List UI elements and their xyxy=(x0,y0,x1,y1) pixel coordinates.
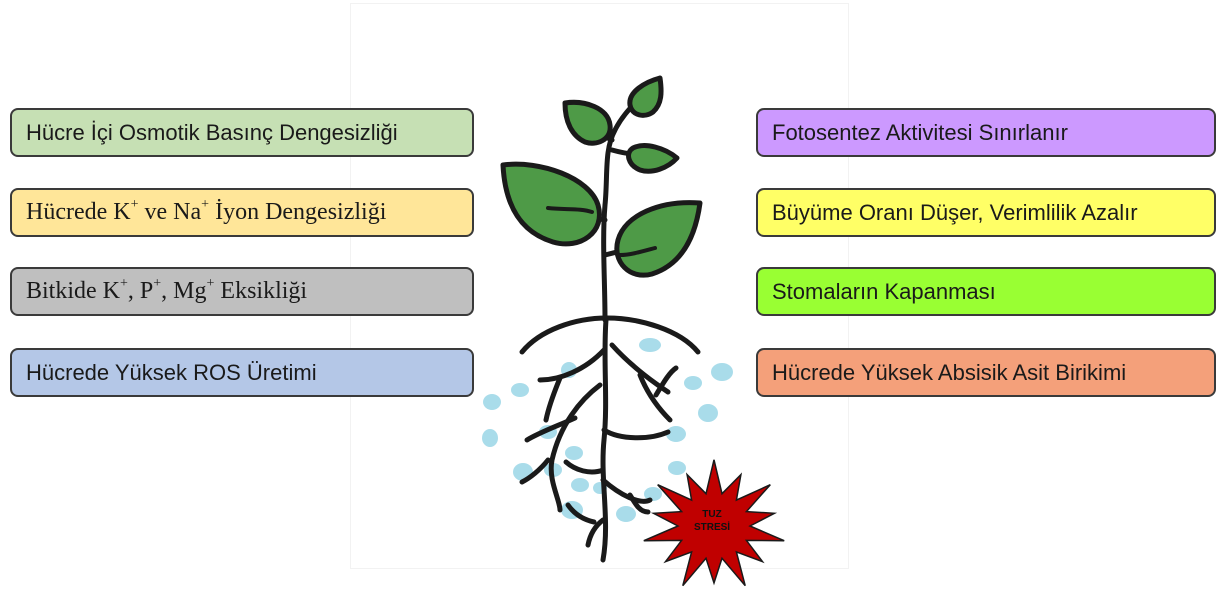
salt-droplet xyxy=(482,429,498,447)
effect-label: Hücrede K+ ve Na+ İyon Dengesizliği xyxy=(26,199,386,226)
effect-photosynthesis: Fotosentez Aktivitesi Sınırlanır xyxy=(756,108,1216,157)
salt-droplet xyxy=(483,394,501,410)
salt-droplet xyxy=(711,363,733,381)
effect-ion-imbalance: Hücrede K+ ve Na+ İyon Dengesizliği xyxy=(10,188,474,237)
salt-droplet xyxy=(684,376,702,390)
effect-label: Bitkide K+, P+, Mg+ Eksikliği xyxy=(26,278,307,305)
stress-label-line1: TUZ xyxy=(672,508,752,521)
salt-droplet xyxy=(571,478,589,492)
effect-growth-rate: Büyüme Oranı Düşer, Verimlilik Azalır xyxy=(756,188,1216,237)
salt-droplet xyxy=(698,404,718,422)
effect-abscisic-acid: Hücrede Yüksek Absisik Asit Birikimi xyxy=(756,348,1216,397)
effect-osmotic-pressure: Hücre İçi Osmotik Basınç Dengesizliği xyxy=(10,108,474,157)
effect-label: Hücrede Yüksek ROS Üretimi xyxy=(26,360,317,386)
stress-label-line2: STRESİ xyxy=(672,521,752,534)
stress-label: TUZ STRESİ xyxy=(672,508,752,534)
effect-label: Hücrede Yüksek Absisik Asit Birikimi xyxy=(772,360,1126,386)
salt-droplet xyxy=(565,446,583,460)
salt-droplet xyxy=(668,461,686,475)
salt-droplet xyxy=(511,383,529,397)
effect-nutrient-deficiency: Bitkide K+, P+, Mg+ Eksikliği xyxy=(10,267,474,316)
effect-label: Fotosentez Aktivitesi Sınırlanır xyxy=(772,120,1068,146)
salt-droplet xyxy=(639,338,661,352)
salt-droplet xyxy=(616,506,636,522)
effect-label: Hücre İçi Osmotik Basınç Dengesizliği xyxy=(26,120,398,146)
effect-stomata-closure: Stomaların Kapanması xyxy=(756,267,1216,316)
effect-ros-production: Hücrede Yüksek ROS Üretimi xyxy=(10,348,474,397)
effect-label: Büyüme Oranı Düşer, Verimlilik Azalır xyxy=(772,200,1138,226)
effect-label: Stomaların Kapanması xyxy=(772,279,996,305)
